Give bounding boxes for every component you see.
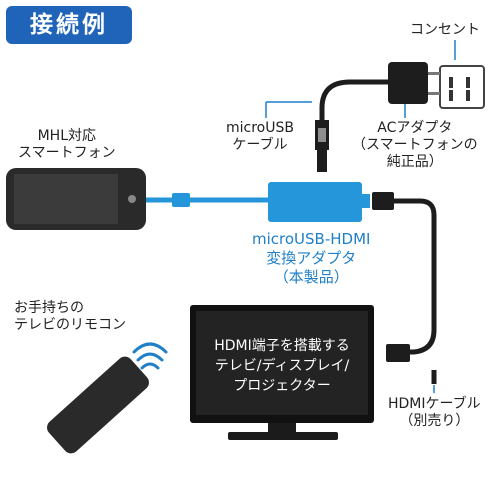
ac-adapter-label: ACアダプタ （スマートフォンの 純正品） [352,120,478,170]
wall-outlet [439,65,485,109]
microusb-plug [317,150,327,172]
remote-control [47,356,149,454]
hdmi-cable-label: HDMIケーブル （別売り） [388,396,481,429]
television [190,305,374,440]
mhl-phone-label: MHL対応 スマートフォン [18,128,116,161]
usb-power-cable [319,79,388,122]
microusb-cable-label: microUSB ケーブル [226,120,294,153]
smartphone [6,168,146,230]
product-label: microUSB-HDMI 変換アダプタ （本製品） [252,230,371,286]
outlet-label: コンセント [410,22,480,38]
remote-label: お手持ちの テレビのリモコン [14,300,126,333]
signal-waves-icon [132,342,168,370]
hdmi-cable [372,192,437,362]
page-title: 接続例 [6,6,132,44]
ac-adapter [388,62,440,104]
hdmi-adapter [268,182,362,222]
tv-screen-text: HDMI端子を搭載する テレビ/ディスプレイ/ プロジェクター [214,338,350,394]
